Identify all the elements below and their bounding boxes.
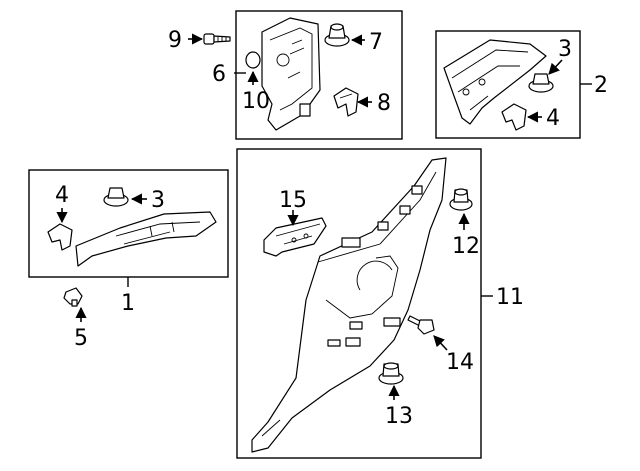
- handle-bracket-part-15: [263, 217, 327, 257]
- callout-14: 14: [446, 350, 474, 375]
- callout-3-right: 3: [558, 37, 572, 62]
- callout-5: 5: [74, 326, 88, 351]
- callout-6: 6: [212, 62, 226, 87]
- callout-12: 12: [452, 234, 480, 259]
- callout-9: 9: [168, 28, 182, 53]
- push-pin-part-3-right: [528, 73, 554, 93]
- push-pin-part-7: [324, 23, 350, 47]
- callout-1: 1: [121, 291, 135, 316]
- group-box-pillar-upper: [235, 10, 403, 140]
- push-pin-part-13: [378, 362, 404, 385]
- group-box-quarter-trim: [236, 148, 482, 459]
- callout-13: 13: [385, 404, 413, 429]
- callout-7: 7: [369, 30, 383, 55]
- push-pin-part-12: [449, 188, 473, 211]
- callout-4-left: 4: [55, 183, 69, 208]
- callout-15: 15: [279, 188, 307, 213]
- pillar-trim-upper-part: [261, 17, 321, 131]
- callout-2: 2: [594, 73, 608, 98]
- retainer-clip-part-4-right: [501, 103, 527, 131]
- callout-11: 11: [496, 285, 524, 310]
- screw-part-5: [63, 287, 83, 307]
- callout-8: 8: [377, 91, 391, 116]
- clip-part-10: [245, 51, 261, 69]
- screw-part-14: [407, 315, 435, 335]
- leader-lines: [56, 33, 592, 400]
- callout-3-left: 3: [151, 188, 165, 213]
- callout-4-right: 4: [546, 106, 560, 131]
- push-pin-part-3-left: [103, 187, 129, 207]
- retainer-clip-part-8: [333, 87, 359, 117]
- retainer-clip-part-4-left: [47, 223, 73, 251]
- quarter-trim-panel-part: [251, 157, 447, 453]
- callout-10: 10: [242, 89, 270, 114]
- sill-trim-part: [75, 211, 217, 267]
- pillar-trim-right-part: [443, 39, 547, 125]
- screw-part-9: [203, 33, 231, 45]
